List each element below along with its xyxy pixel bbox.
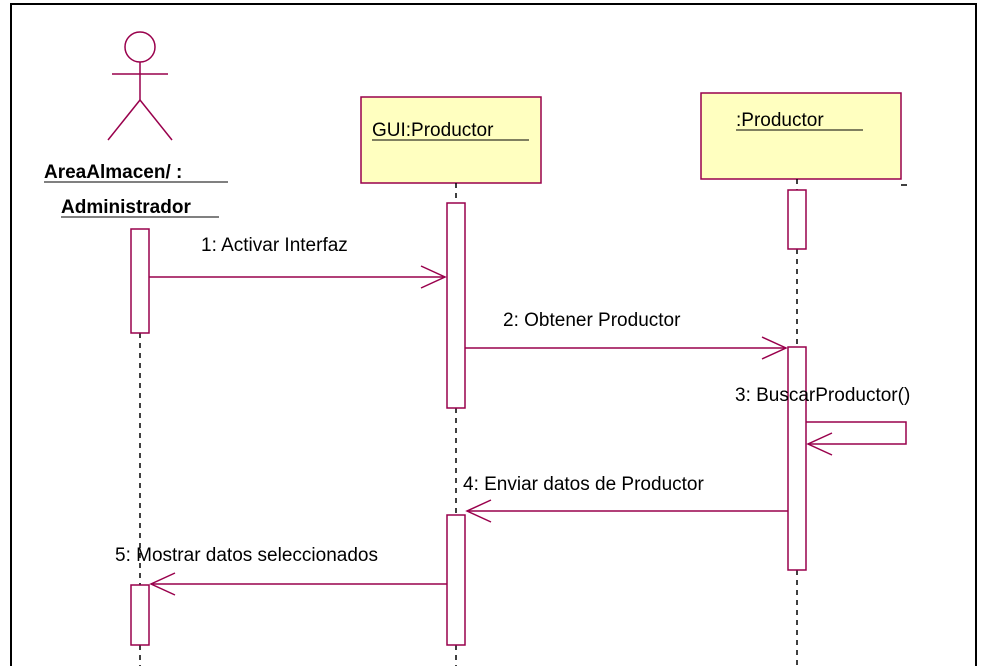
arrowhead-icon [761, 336, 788, 360]
message-1-label: 1: Activar Interfaz [201, 235, 348, 256]
message-3-label: 3: BuscarProductor() [735, 385, 910, 406]
activation-gui-2 [446, 514, 466, 646]
object-name: GUI:Productor [372, 120, 494, 141]
diagram-frame [10, 3, 977, 666]
actor-administrador[interactable]: AreaAlmacen/ : Administrador [44, 31, 228, 218]
actor-stick-figure-icon [107, 31, 173, 141]
arrowhead-icon [149, 572, 176, 596]
actor-name-line2: Administrador [61, 197, 191, 218]
object-gui-productor[interactable]: GUI:Productor [360, 96, 542, 184]
message-4-arrow[interactable] [465, 499, 788, 523]
actor-name-line1: AreaAlmacen/ : [44, 162, 182, 183]
activation-gui-1 [446, 202, 466, 409]
message-2-label: 2: Obtener Productor [503, 310, 681, 331]
arrowhead-icon [465, 499, 492, 523]
activation-productor-1 [787, 189, 807, 250]
message-1-arrow[interactable] [149, 265, 447, 289]
message-4-label: 4: Enviar datos de Productor [463, 474, 704, 495]
activation-actor-2 [130, 584, 150, 646]
activation-actor-1 [130, 228, 150, 334]
object-box [700, 92, 902, 180]
arrowhead-icon [420, 265, 447, 289]
activation-productor-2 [787, 346, 807, 571]
message-2-arrow[interactable] [465, 336, 788, 360]
message-5-label: 5: Mostrar datos seleccionados [115, 545, 378, 566]
message-3-self-arrow[interactable] [806, 421, 907, 456]
message-5-arrow[interactable] [149, 572, 447, 596]
arrowhead-icon [806, 432, 833, 456]
object-productor[interactable]: :Productor [700, 92, 902, 180]
object-name: :Productor [736, 110, 824, 131]
